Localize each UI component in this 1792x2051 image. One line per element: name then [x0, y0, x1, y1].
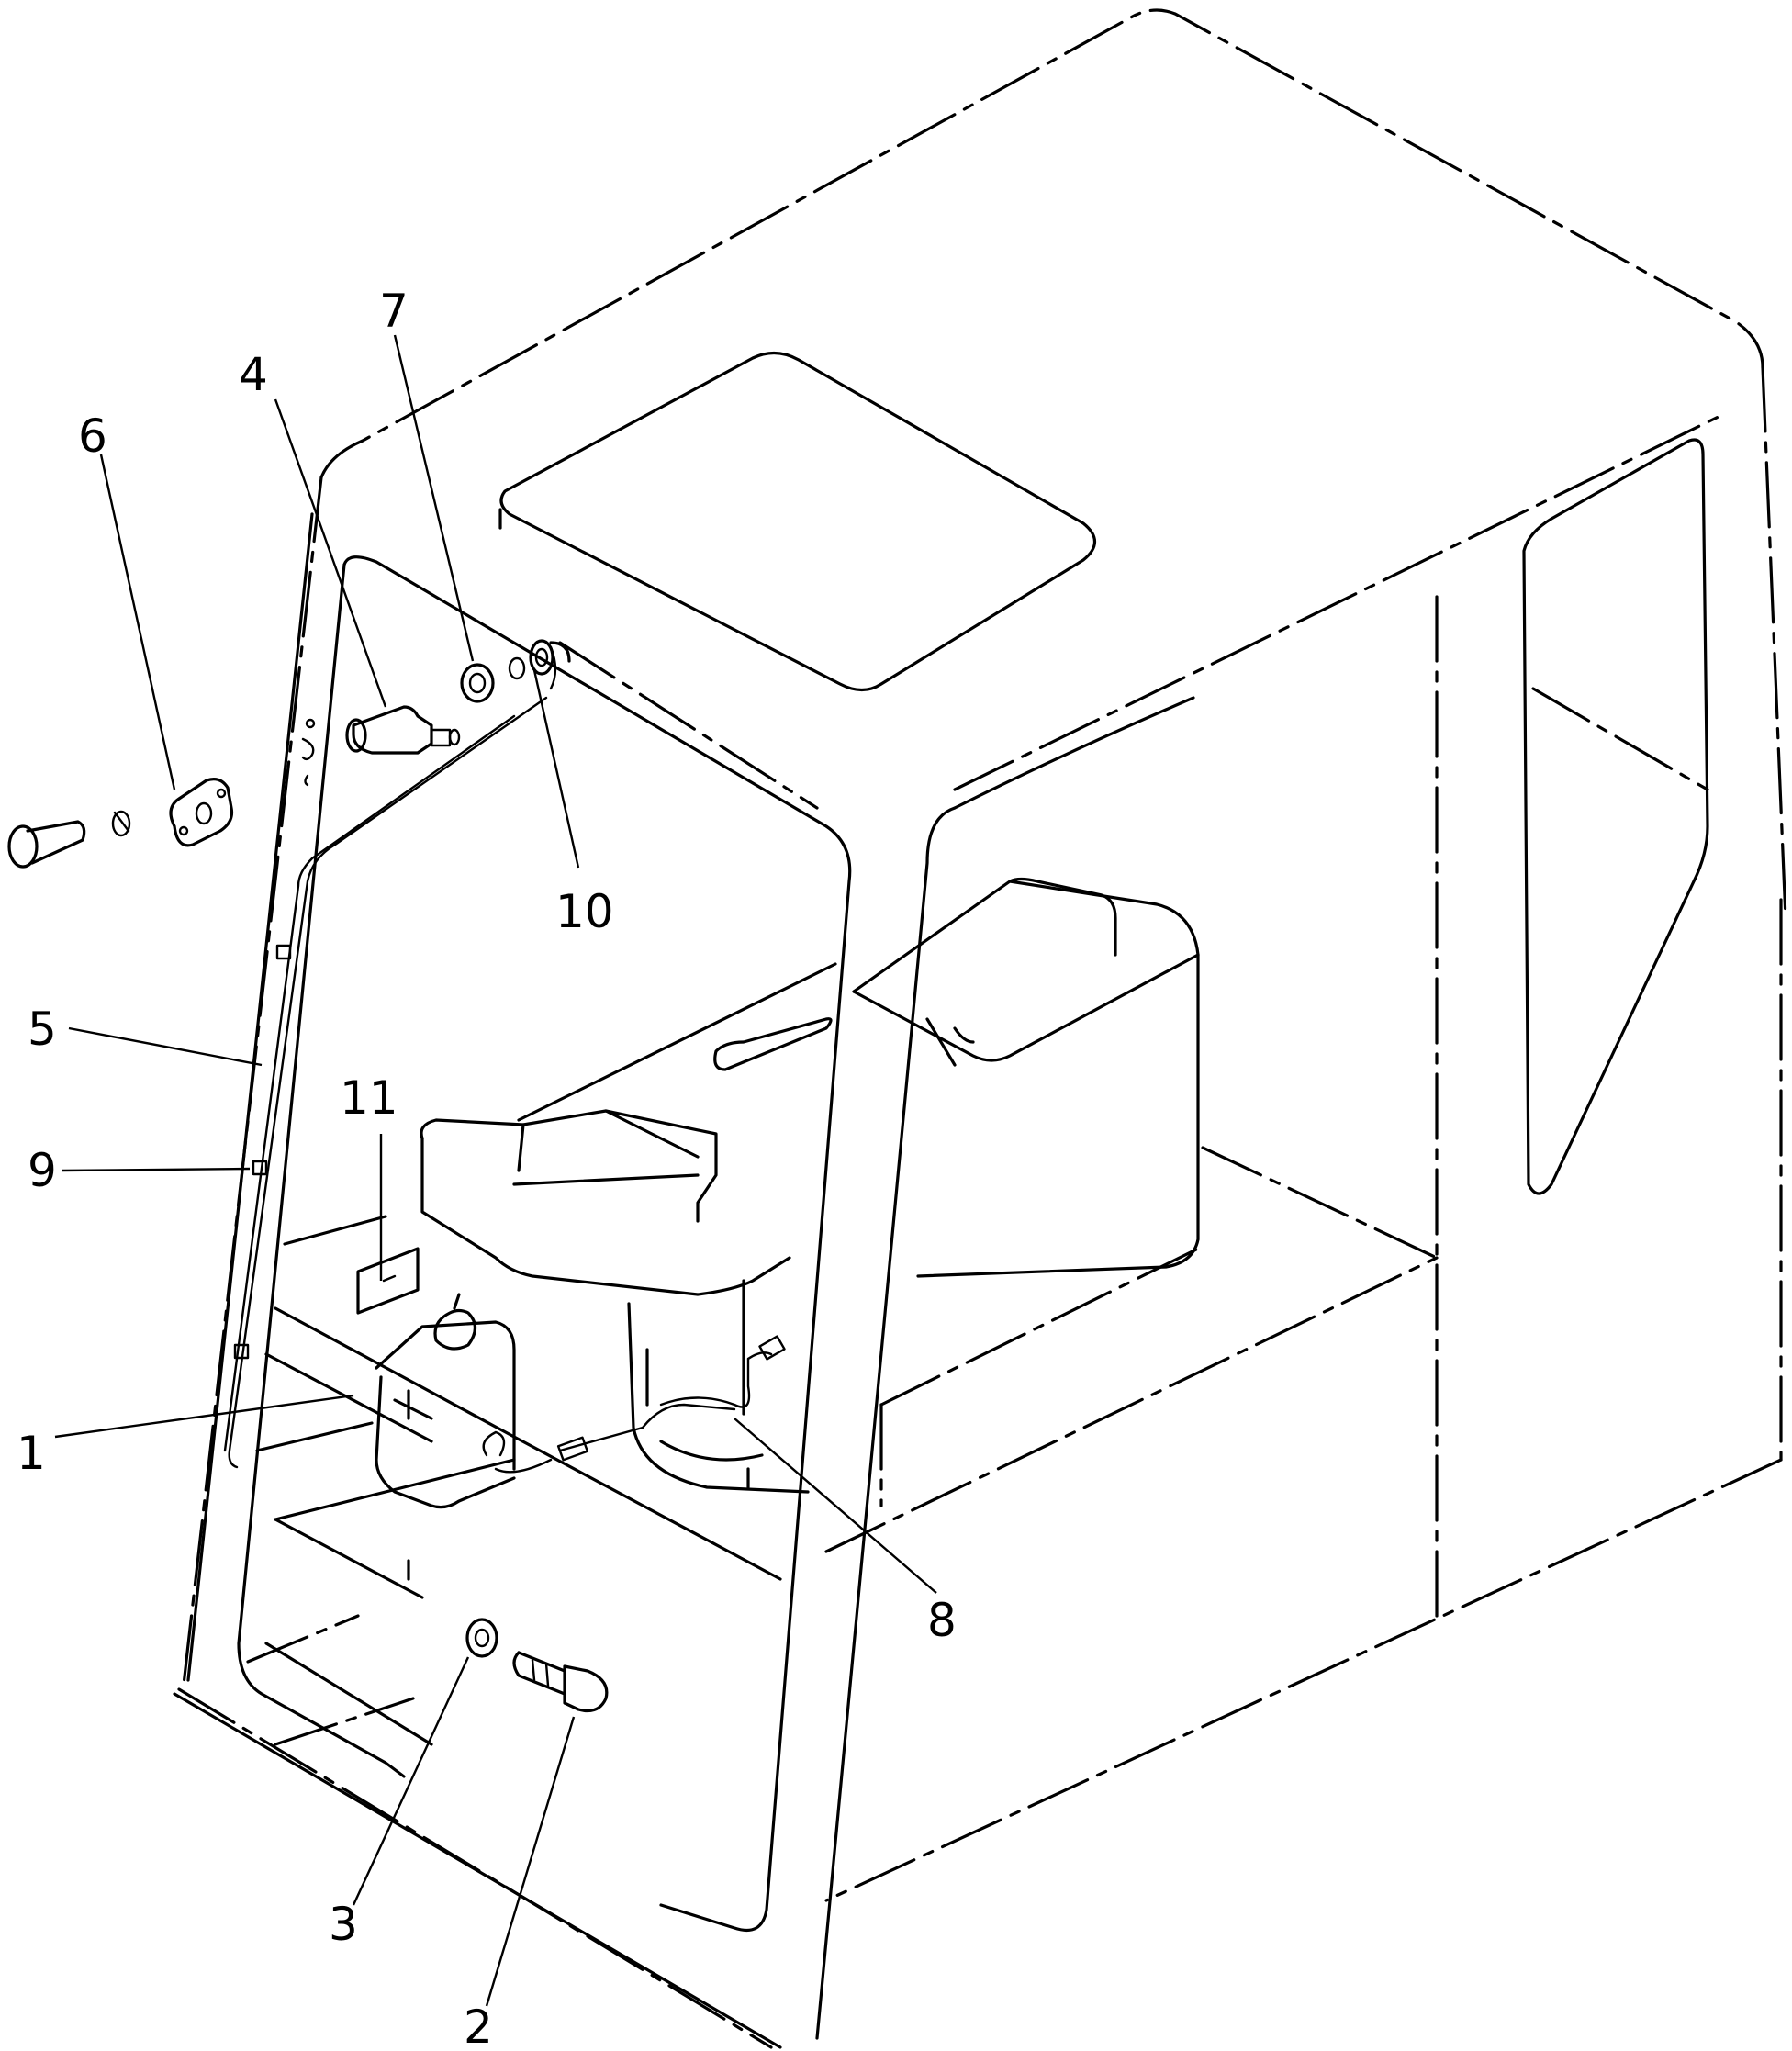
decal-plate — [356, 1247, 420, 1315]
callout-8: 8 — [927, 1594, 957, 1647]
callout-2: 2 — [464, 2001, 493, 2051]
cab-body-outline — [177, 8, 1787, 2049]
callout-1: 1 — [17, 1427, 46, 1480]
callout-5: 5 — [28, 1003, 57, 1056]
mount-plate — [7, 718, 316, 869]
washer-nozzle-assembly — [345, 639, 571, 755]
callout-labels: 1 2 3 4 5 6 7 8 9 10 11 — [17, 285, 957, 2051]
callout-7: 7 — [379, 285, 409, 338]
callout-leaders — [54, 334, 937, 2007]
roof-hatch — [498, 351, 1097, 692]
bolt-and-washer — [465, 1618, 609, 1713]
callout-11: 11 — [340, 1071, 398, 1125]
cab-floor-structure — [246, 1215, 782, 1746]
callout-9: 9 — [28, 1144, 57, 1197]
washer-tank — [375, 1293, 736, 1509]
callout-3: 3 — [329, 1898, 358, 1951]
operator-seat — [420, 877, 1200, 1507]
wiring-harness — [659, 1335, 786, 1408]
callout-6: 6 — [78, 409, 107, 463]
callout-4: 4 — [239, 348, 268, 401]
callout-10: 10 — [555, 885, 614, 938]
washer-hose — [223, 645, 557, 1469]
side-window — [1522, 438, 1709, 1195]
front-window-frame — [173, 512, 1195, 2049]
